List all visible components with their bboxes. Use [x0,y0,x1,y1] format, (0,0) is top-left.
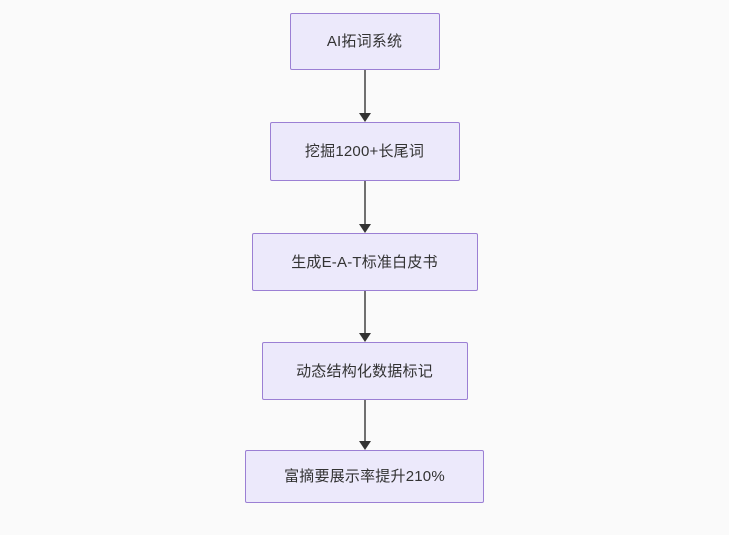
arrowhead-icon [358,113,371,122]
arrowhead-icon [358,333,371,342]
flow-edge-n3-n4 [358,291,372,342]
flow-node-label: AI拓词系统 [326,33,403,50]
flow-node-mine-longtail-keywords[interactable]: 挖掘1200+长尾词 [269,122,460,181]
edge-line [363,70,366,114]
flow-node-label: 生成E-A-T标准白皮书 [291,253,438,271]
arrowhead-icon [358,441,371,450]
flow-edge-n1-n2 [358,70,372,122]
edge-line [363,400,366,442]
edge-line [363,291,366,334]
edge-line [363,181,366,225]
flow-node-label: 挖掘1200+长尾词 [304,143,425,160]
flow-edge-n2-n3 [358,181,372,233]
flow-node-generate-eat-whitepaper[interactable]: 生成E-A-T标准白皮书 [251,233,478,291]
flow-node-label: 富摘要展示率提升210% [284,468,445,485]
arrowhead-icon [358,224,371,233]
flow-node-rich-snippet-uplift[interactable]: 富摘要展示率提升210% [245,450,484,503]
flow-node-ai-keyword-system[interactable]: AI拓词系统 [289,13,440,70]
flow-edge-n4-n5 [358,400,372,450]
flow-node-dynamic-structured-data-markup[interactable]: 动态结构化数据标记 [261,342,468,400]
flow-node-label: 动态结构化数据标记 [296,362,433,380]
